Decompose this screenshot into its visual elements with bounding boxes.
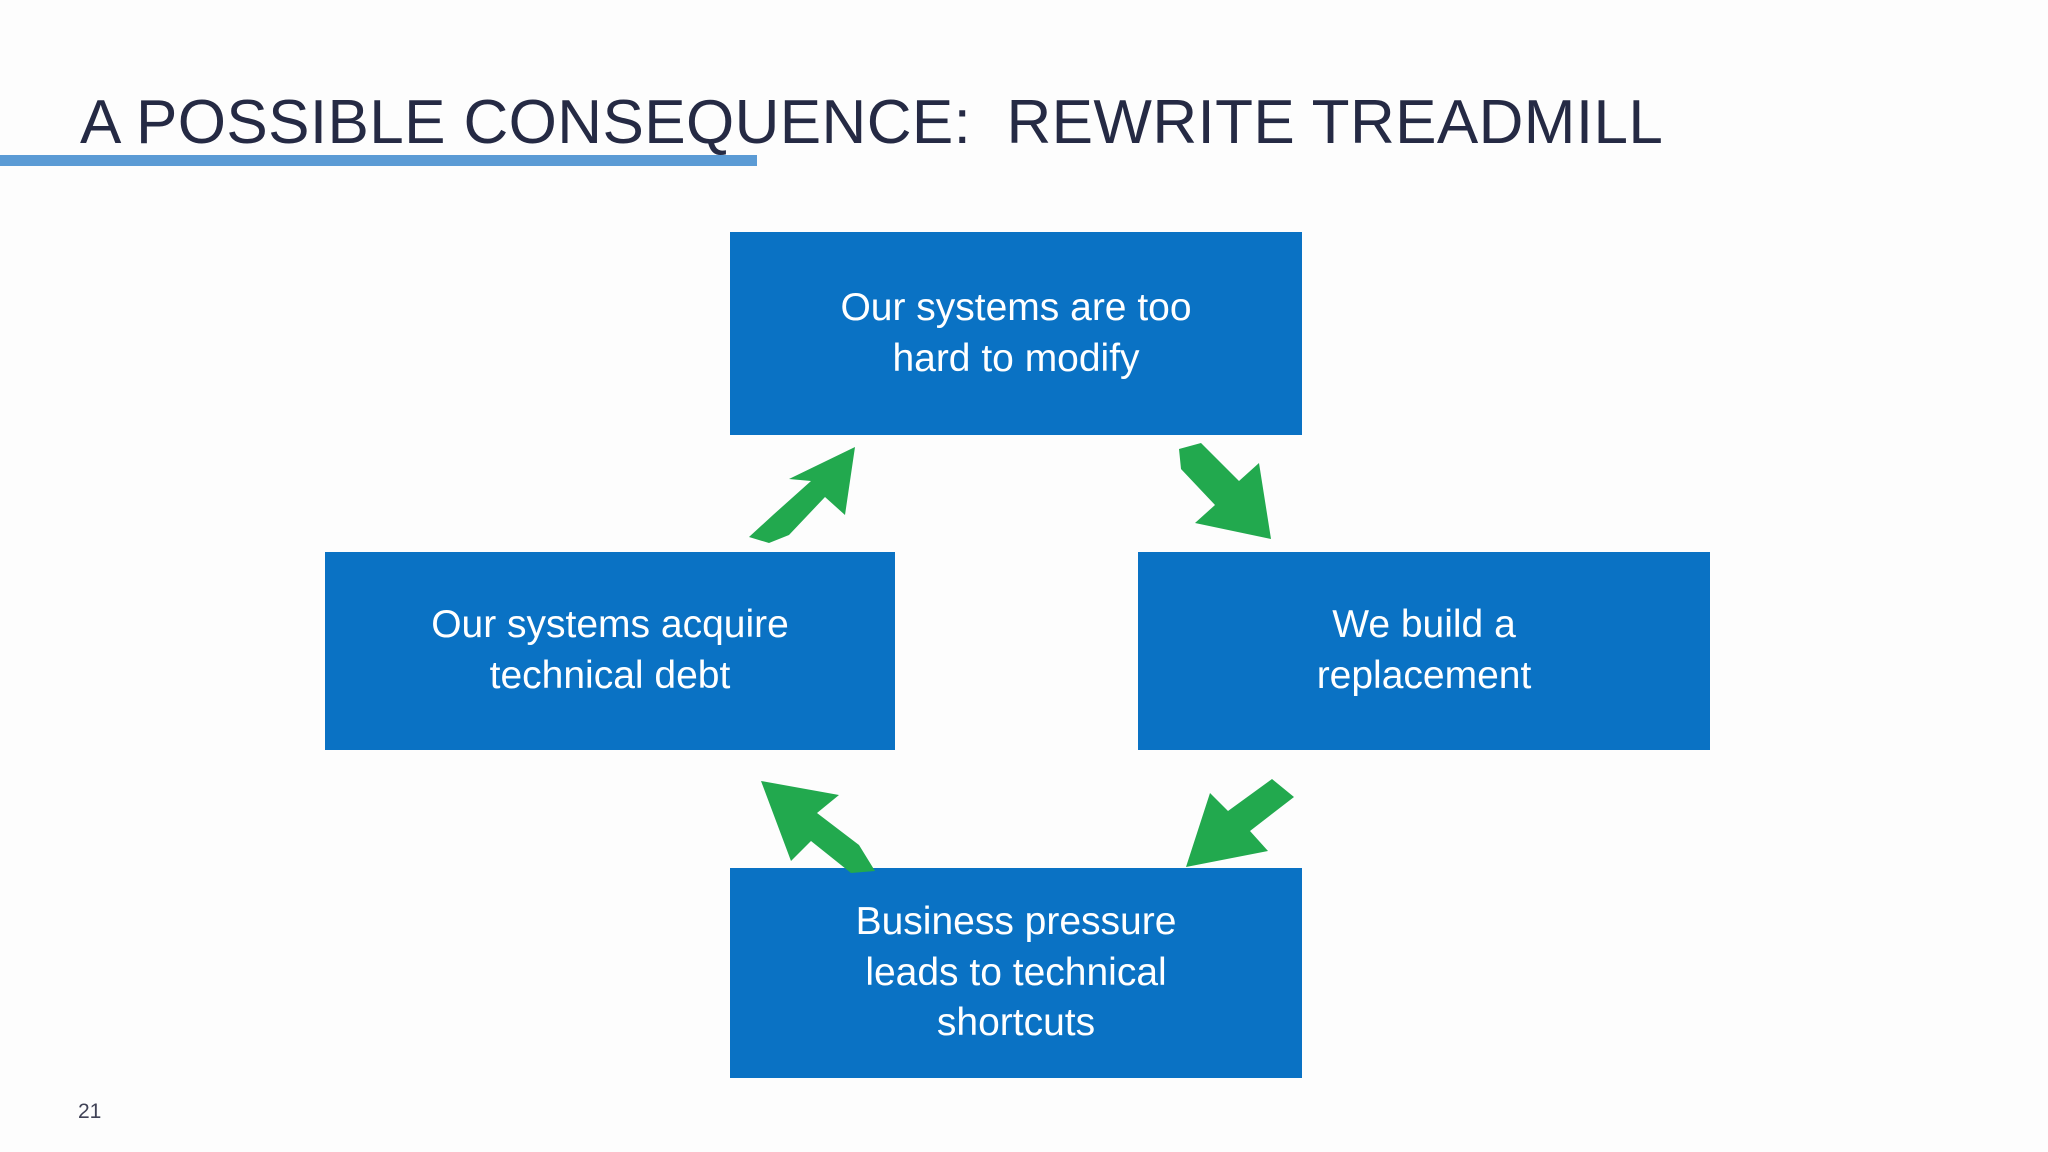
- page-number: 21: [78, 1100, 102, 1123]
- page-title: A POSSIBLE CONSEQUENCE: REWRITE TREADMIL…: [80, 87, 1664, 157]
- title-underline-rule: [0, 155, 757, 166]
- arrow-down-right-icon: [1175, 443, 1295, 548]
- cycle-box-bottom[interactable]: Business pressure leads to technical sho…: [730, 868, 1302, 1078]
- arrow-up-right-icon: [745, 443, 865, 548]
- cycle-box-left[interactable]: Our systems acquire technical debt: [325, 552, 895, 750]
- cycle-box-top[interactable]: Our systems are too hard to modify: [730, 232, 1302, 435]
- arrow-up-left-icon: [755, 775, 885, 880]
- cycle-box-right[interactable]: We build a replacement: [1138, 552, 1710, 750]
- arrow-down-left-icon: [1180, 775, 1310, 880]
